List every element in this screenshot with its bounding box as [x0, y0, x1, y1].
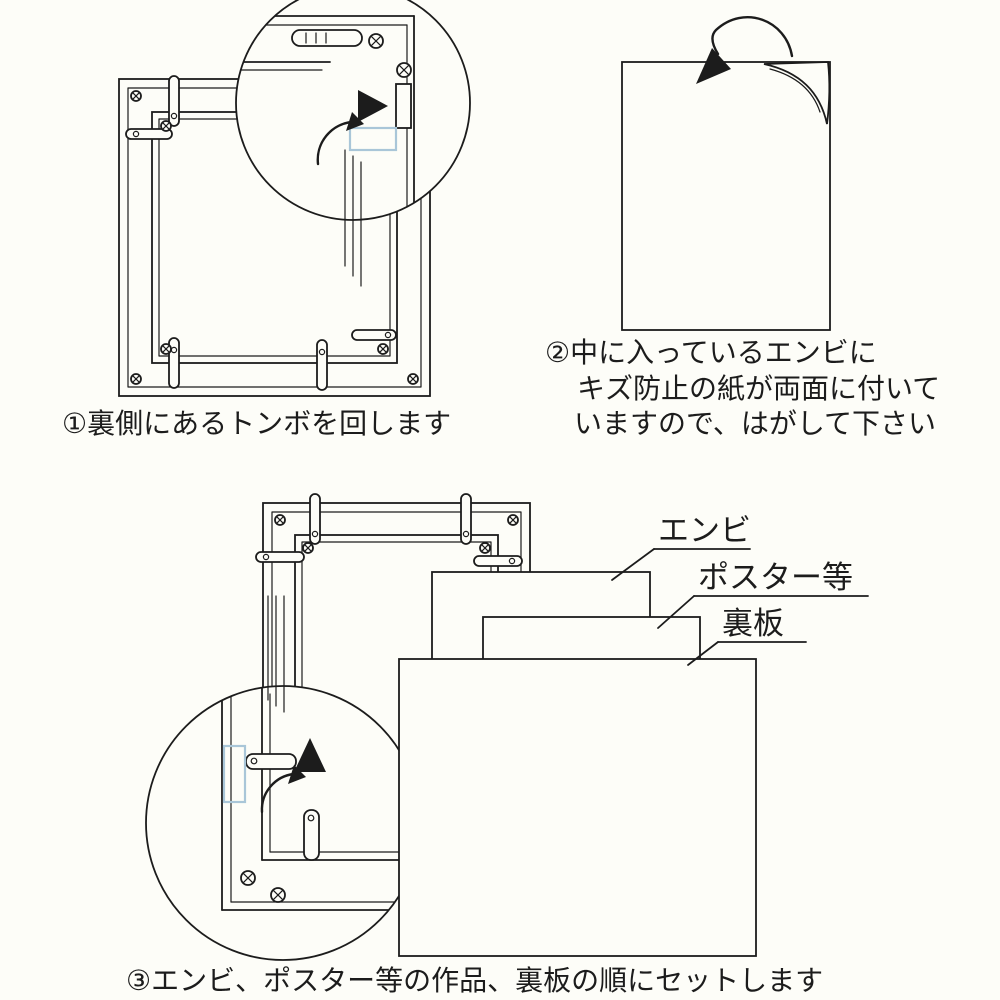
rotate-arrow-head-icon — [288, 765, 306, 784]
step2-caption-line3: いますので、はがして下さい — [574, 407, 936, 440]
step2-caption-line2: キズ防止の紙が両面に付いて — [577, 372, 940, 405]
tonbo-clip — [255, 493, 523, 567]
tonbo-clip — [125, 75, 397, 391]
direction-arrow-icon — [358, 90, 388, 122]
step3-caption: ③エンビ、ポスター等の作品、裏板の順にセットします — [126, 964, 823, 997]
screw-icon — [270, 887, 286, 903]
zoom-circle — [145, 685, 421, 961]
step1-caption: ①裏側にあるトンボを回します — [62, 407, 451, 440]
label-backboard: 裏板 — [687, 606, 807, 666]
label-poster-text: ポスター等 — [698, 560, 853, 596]
peel-arrow-head-icon — [696, 48, 731, 84]
protective-sheet-diagram-step2 — [621, 16, 831, 331]
screw-icon — [240, 870, 256, 886]
step2-caption-line1: ②中に入っているエンビに — [545, 336, 877, 369]
peel-arrow-icon — [711, 16, 794, 58]
tonbo-bar — [395, 83, 412, 129]
sheet-backboard — [398, 658, 757, 957]
spring-clip — [291, 29, 363, 47]
assembly-diagram-step3: エンビ ポスター等 裏板 — [145, 493, 869, 961]
rotate-arrow-head-icon — [346, 112, 364, 131]
tonbo-clip — [303, 809, 320, 861]
step2-caption: ②中に入っているエンビに キズ防止の紙が両面に付いて いますので、はがして下さい — [545, 336, 940, 440]
sheet-stack — [398, 571, 757, 957]
screw-icon — [396, 62, 412, 78]
rotate-arrow-icon — [316, 120, 354, 166]
peeled-corner — [763, 61, 831, 125]
rotate-arrow-icon — [260, 772, 296, 814]
direction-arrow-icon — [294, 738, 326, 772]
tonbo-rotated-highlight — [222, 744, 247, 804]
label-poster: ポスター等 — [657, 560, 869, 629]
tonbo-rotated-highlight — [348, 126, 398, 152]
tonbo-clip — [245, 753, 297, 770]
label-backboard-text: 裏板 — [722, 606, 784, 642]
vinyl-sheet — [621, 61, 831, 331]
screw-icon — [368, 33, 384, 49]
label-vinyl-text: エンビ — [658, 513, 751, 549]
zoom-detail-step3 — [145, 595, 421, 961]
label-vinyl: エンビ — [611, 513, 751, 581]
